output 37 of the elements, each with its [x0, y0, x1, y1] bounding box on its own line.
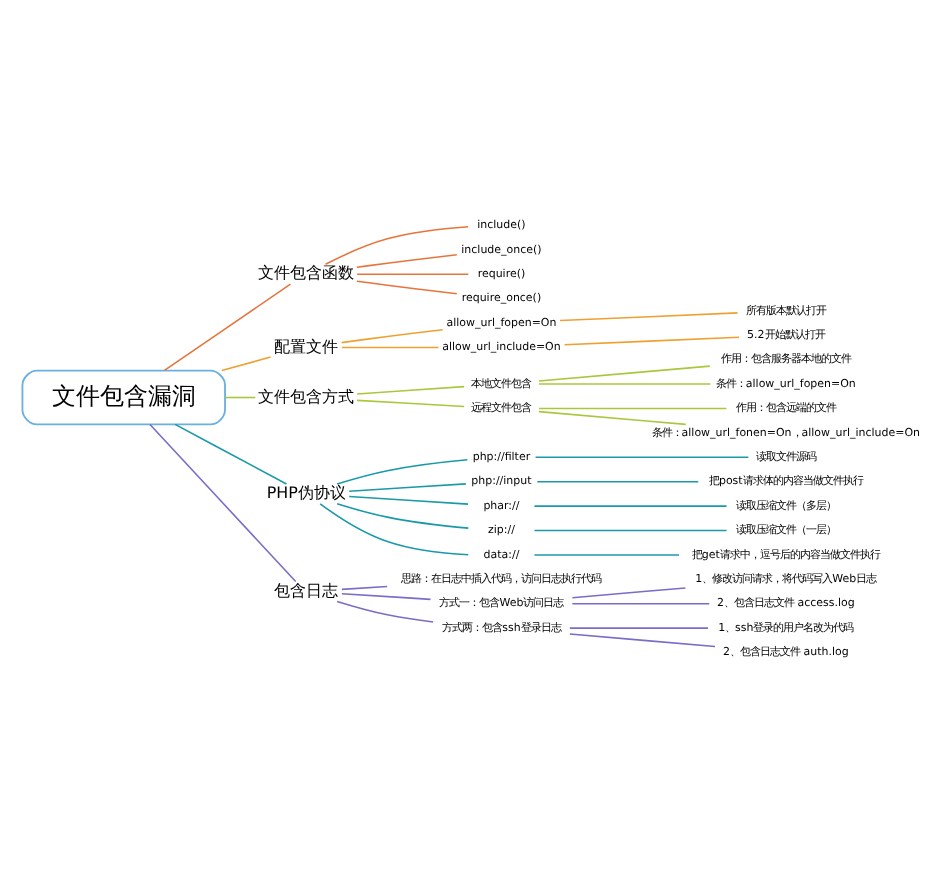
connector [571, 602, 711, 605]
connector [341, 592, 432, 601]
connector [163, 283, 292, 372]
connector [356, 399, 465, 408]
connector [569, 627, 709, 629]
connector [336, 600, 434, 623]
connector [534, 456, 750, 459]
connector [356, 280, 458, 295]
connector [356, 273, 470, 276]
connector [341, 346, 440, 349]
connector [559, 312, 739, 322]
connector [538, 365, 711, 382]
connector [341, 585, 388, 591]
connector [224, 396, 257, 399]
connector [538, 407, 728, 410]
connector [336, 459, 469, 485]
connector [348, 483, 467, 493]
connector [221, 356, 272, 372]
connector [571, 587, 687, 599]
connector [319, 503, 470, 556]
connector [324, 225, 469, 266]
connector [536, 480, 700, 483]
connector [356, 385, 465, 395]
connector [174, 423, 288, 485]
connector [356, 254, 458, 269]
connector [340, 328, 444, 344]
connector [348, 495, 469, 505]
connector [538, 410, 687, 426]
connector [533, 505, 728, 507]
connector [533, 529, 728, 532]
node-box: 文件包含漏洞 [21, 369, 226, 426]
connector [569, 633, 716, 648]
connector [563, 336, 740, 346]
connector [533, 554, 680, 556]
connector [538, 383, 712, 385]
connector [336, 503, 470, 529]
connector [149, 423, 297, 583]
